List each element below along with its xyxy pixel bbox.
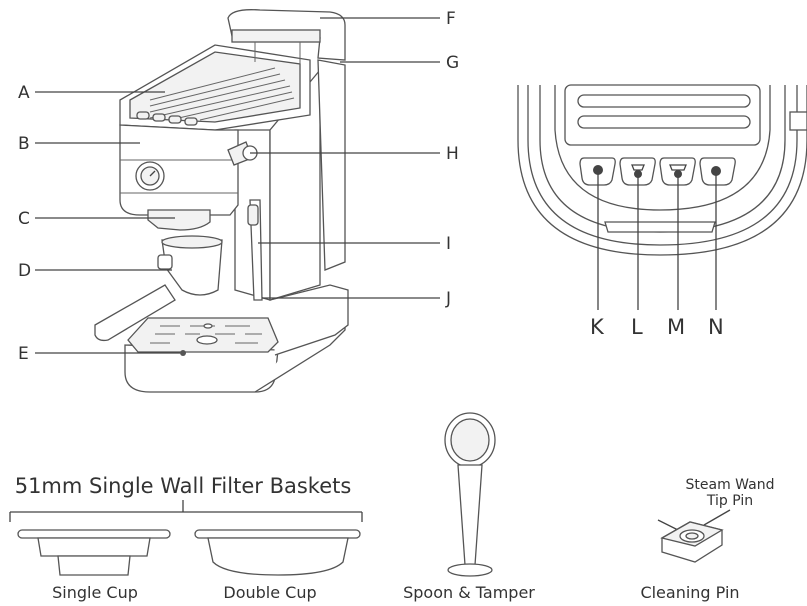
callout-j: J xyxy=(445,289,451,309)
cleaning-pin-label: Cleaning Pin xyxy=(640,583,739,602)
control-panel-detail xyxy=(517,84,807,310)
spoon-tamper-label: Spoon & Tamper xyxy=(403,583,535,602)
drip-tray xyxy=(127,317,279,353)
basket-bracket xyxy=(9,500,363,522)
steam-wand-tip-pin-label-line2: Tip Pin xyxy=(706,493,753,509)
callout-l: L xyxy=(631,315,643,339)
callout-c: C xyxy=(18,209,30,229)
callout-n: N xyxy=(708,315,724,339)
single-cup-label: Single Cup xyxy=(52,583,138,602)
espresso-machine-illustration xyxy=(94,9,349,393)
callout-lines-right xyxy=(250,17,440,299)
callout-a: A xyxy=(18,83,30,103)
callout-m: M xyxy=(667,315,685,339)
callout-h: H xyxy=(446,144,459,164)
double-cup-label: Double Cup xyxy=(223,583,316,602)
spoon-tamper xyxy=(444,412,496,577)
callout-i: I xyxy=(446,234,451,254)
callout-b: B xyxy=(18,134,30,154)
filter-baskets-title: 51mm Single Wall Filter Baskets xyxy=(15,474,352,498)
callout-g: G xyxy=(446,53,459,73)
callout-e: E xyxy=(18,344,29,364)
cleaning-pin xyxy=(657,519,724,563)
callout-lines-left xyxy=(35,91,180,354)
portafilter-handle xyxy=(94,284,176,342)
callout-f: F xyxy=(446,9,456,29)
steam-wand-tip-pin-label-line1: Steam Wand xyxy=(686,477,775,493)
callout-d: D xyxy=(18,261,31,281)
single-cup-basket xyxy=(17,529,171,576)
double-cup-basket xyxy=(194,529,361,576)
callout-k: K xyxy=(590,315,605,339)
